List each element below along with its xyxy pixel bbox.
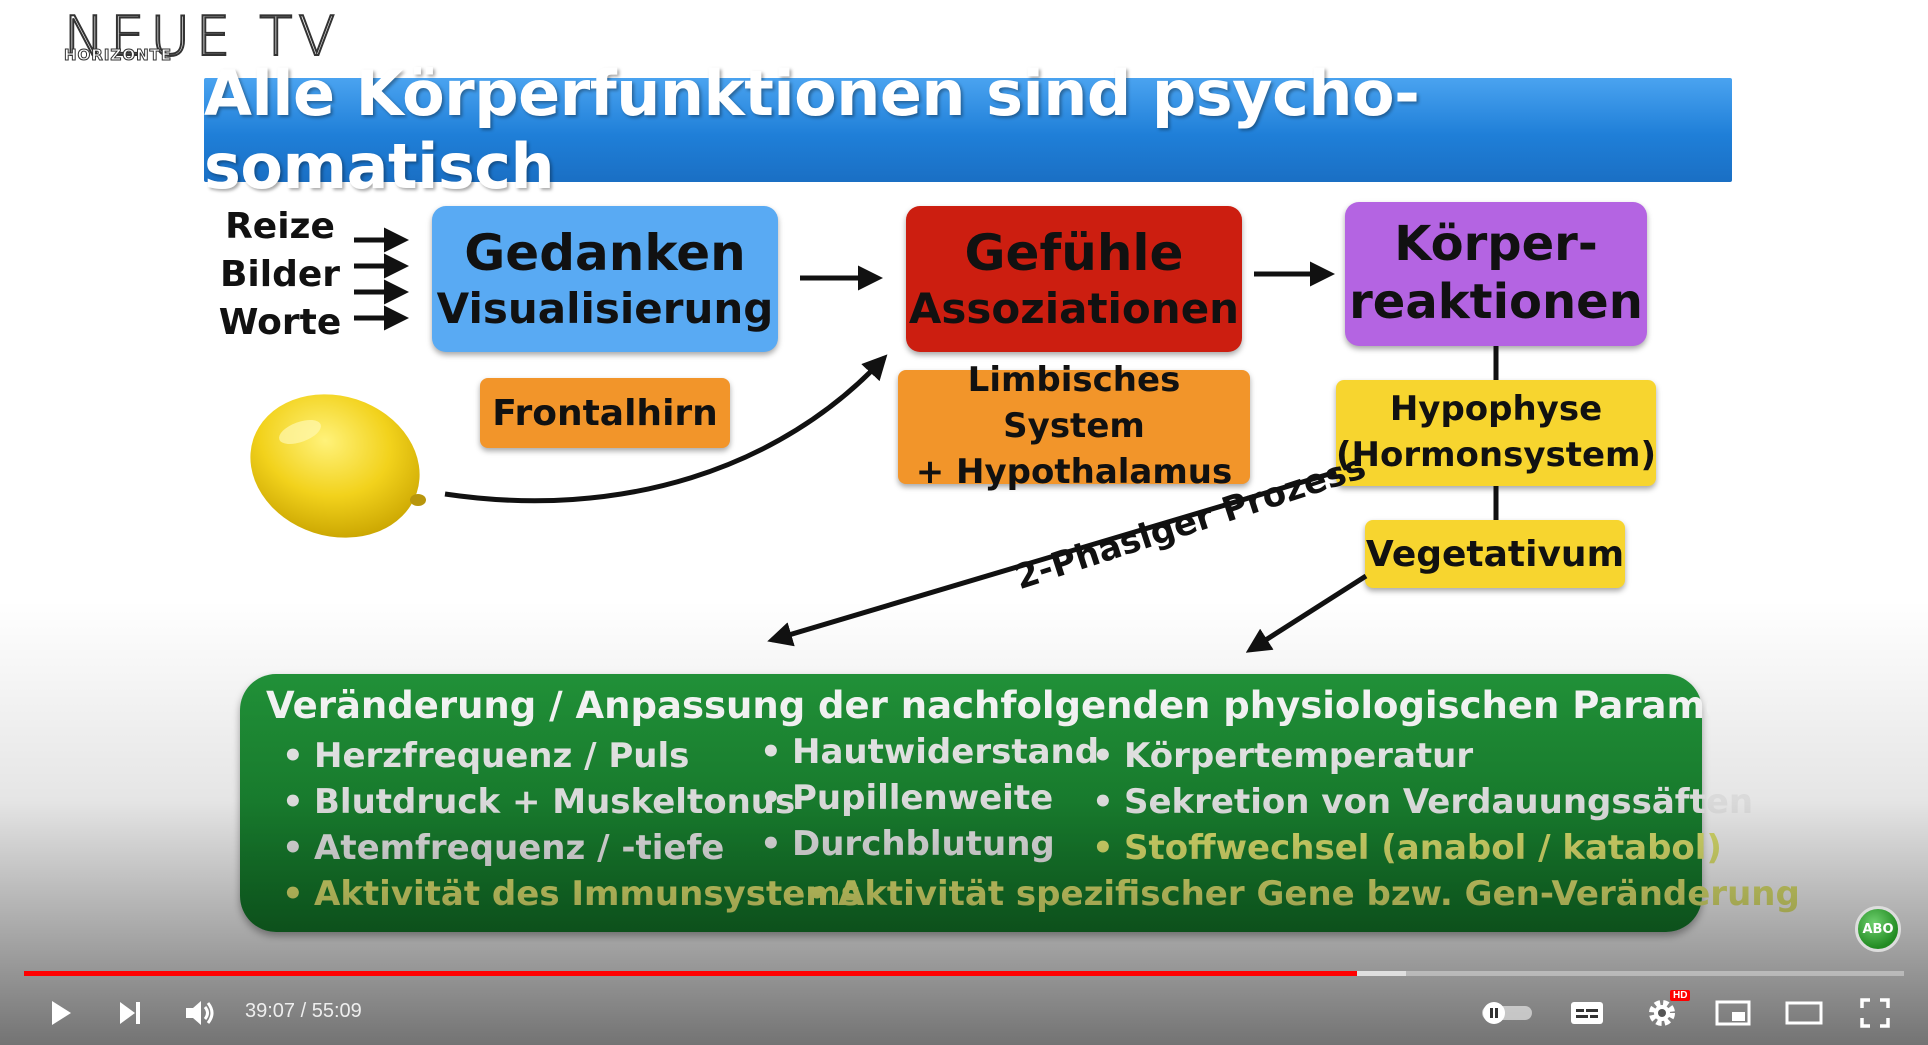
vegetative-to-panel-arrow bbox=[1250, 576, 1366, 650]
volume-icon bbox=[183, 998, 217, 1028]
limbic-line2: + Hypothalamus bbox=[916, 450, 1233, 496]
stimulus-label: Bilder bbox=[210, 254, 350, 295]
subtitles-button[interactable] bbox=[1562, 990, 1612, 1036]
list-item: •Stoffwechsel (anabol / katabol) bbox=[1092, 828, 1722, 868]
limbic-system-box: Limbisches System + Hypothalamus bbox=[898, 370, 1250, 484]
list-item: •Aktivität des Immunsystems bbox=[282, 874, 861, 914]
miniplayer-button[interactable] bbox=[1708, 990, 1758, 1036]
settings-icon bbox=[1645, 996, 1679, 1030]
stimulus-label: Reize bbox=[210, 206, 350, 247]
autoplay-toggle[interactable] bbox=[1478, 990, 1536, 1036]
list-item: •Körpertemperatur bbox=[1092, 736, 1473, 776]
list-item: •Durchblutung bbox=[760, 824, 1055, 864]
stimulus-label: Worte bbox=[210, 302, 350, 343]
limbic-line1: Limbisches System bbox=[898, 358, 1250, 450]
subtitles-icon bbox=[1569, 999, 1605, 1027]
list-item: •Sekretion von Verdauungssäften bbox=[1092, 782, 1753, 822]
play-icon bbox=[45, 998, 75, 1028]
body-reactions-box: Körper- reaktionen bbox=[1345, 202, 1647, 346]
lemon-image bbox=[240, 382, 430, 542]
feelings-title: Gefühle bbox=[965, 223, 1184, 283]
time-total: 55:09 bbox=[312, 1000, 362, 1022]
pituitary-line1: Hypophyse bbox=[1390, 387, 1602, 433]
list-item: •Pupillenweite bbox=[760, 778, 1053, 818]
volume-button[interactable] bbox=[176, 990, 224, 1036]
time-display: 39:07 / 55:09 bbox=[245, 1000, 362, 1023]
list-item: •Herzfrequenz / Puls bbox=[282, 736, 689, 776]
next-button[interactable] bbox=[106, 990, 154, 1036]
time-current: 39:07 bbox=[245, 1000, 295, 1022]
settings-button[interactable]: HD bbox=[1636, 990, 1688, 1036]
list-item: •Aktivität spezifischer Gene bzw. Gen-Ve… bbox=[806, 874, 1800, 914]
autoplay-toggle-icon bbox=[1480, 1000, 1534, 1026]
miniplayer-icon bbox=[1715, 999, 1751, 1027]
thoughts-subtitle: Visualisierung bbox=[437, 283, 774, 336]
theater-icon bbox=[1785, 1000, 1823, 1026]
fullscreen-button[interactable] bbox=[1850, 990, 1900, 1036]
body-reactions-line1: Körper- bbox=[1394, 216, 1598, 274]
feelings-box: Gefühle Assoziationen bbox=[906, 206, 1242, 352]
subscribe-badge[interactable]: ABO bbox=[1855, 906, 1901, 952]
list-item: •Blutdruck + Muskeltonus bbox=[282, 782, 795, 822]
parameters-panel: Veränderung / Anpassung der nachfolgende… bbox=[240, 674, 1702, 932]
pituitary-box: Hypophyse (Hormonsystem) bbox=[1336, 380, 1656, 486]
next-icon bbox=[115, 998, 145, 1028]
hd-badge: HD bbox=[1670, 990, 1690, 1001]
time-separator: / bbox=[295, 1000, 312, 1022]
play-button[interactable] bbox=[36, 990, 84, 1036]
progress-played bbox=[24, 971, 1357, 976]
list-item: •Hautwiderstand bbox=[760, 732, 1099, 772]
slide-title: Alle Körperfunktionen sind psycho-somati… bbox=[204, 78, 1732, 182]
vegetative-box: Vegetativum bbox=[1365, 520, 1625, 588]
frontal-lobe-box: Frontalhirn bbox=[480, 378, 730, 448]
thoughts-title: Gedanken bbox=[464, 223, 746, 283]
thoughts-box: Gedanken Visualisierung bbox=[432, 206, 778, 352]
panel-heading: Veränderung / Anpassung der nachfolgende… bbox=[266, 684, 1806, 727]
theater-mode-button[interactable] bbox=[1778, 990, 1830, 1036]
channel-logo-sub: HORIZONTE bbox=[64, 46, 172, 64]
list-item: •Atemfrequenz / -tiefe bbox=[282, 828, 724, 868]
pituitary-line2: (Hormonsystem) bbox=[1336, 433, 1656, 479]
body-reactions-line2: reaktionen bbox=[1349, 274, 1643, 332]
feelings-subtitle: Assoziationen bbox=[909, 283, 1239, 336]
fullscreen-icon bbox=[1859, 997, 1891, 1029]
